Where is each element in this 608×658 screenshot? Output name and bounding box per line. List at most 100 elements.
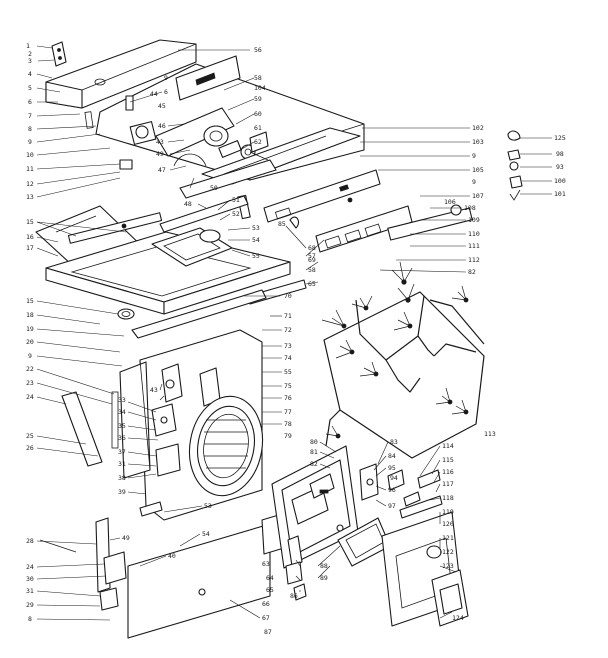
callout-40: 40 [168, 552, 176, 560]
callout-61: 61 [254, 124, 262, 132]
callout-121: 121 [442, 534, 454, 542]
callout-8b: 8 [28, 615, 32, 623]
callout-98: 98 [556, 150, 564, 158]
callout-55: 55 [252, 252, 260, 260]
callout-65b: 65 [266, 586, 274, 594]
callout-95: 95 [388, 464, 396, 472]
callout-9b: 9 [28, 352, 32, 360]
callout-72: 72 [284, 326, 292, 334]
callout-48: 48 [184, 200, 192, 208]
callout-100: 100 [554, 177, 566, 185]
lower-kick-panel [39, 501, 285, 639]
console-end-bracket [51, 41, 67, 67]
callout-112: 112 [468, 256, 480, 264]
callout-9d: 9 [472, 152, 476, 160]
callout-117: 117 [442, 480, 454, 488]
washer-top-cover [45, 227, 291, 320]
callout-60: 60 [254, 110, 262, 118]
callout-71: 71 [284, 312, 292, 320]
callout-50: 50 [210, 184, 218, 192]
control-console-housing [45, 39, 365, 181]
callout-124: 124 [452, 614, 464, 622]
timer-assembly [119, 95, 235, 170]
console-panel-56 [175, 55, 241, 101]
callout-110: 110 [468, 230, 480, 238]
callout-23: 23 [26, 379, 34, 387]
callout-17: 17 [26, 244, 34, 252]
console-control-panel [179, 127, 473, 253]
callout-120: 120 [442, 520, 454, 528]
callout-44: 44 [150, 90, 158, 98]
callout-113: 113 [484, 430, 496, 438]
callout-22: 22 [26, 365, 34, 373]
callout-2: 2 [28, 50, 32, 58]
callout-25: 25 [26, 432, 34, 440]
wiring-harness [321, 261, 485, 459]
callout-9e: 9 [472, 178, 476, 186]
callout-68: 68 [308, 244, 316, 252]
callout-10: 10 [26, 151, 34, 159]
callout-125: 125 [554, 134, 566, 142]
callout-58b: 58 [308, 266, 316, 274]
callout-78: 78 [284, 420, 292, 428]
callout-5: 5 [28, 84, 32, 92]
callout-80: 80 [310, 438, 318, 446]
callout-18: 18 [26, 311, 34, 319]
callout-122: 122 [442, 548, 454, 556]
callout-88: 88 [320, 562, 328, 570]
callout-123: 123 [442, 562, 454, 570]
console-knobs [240, 131, 269, 160]
callout-96: 96 [388, 486, 396, 494]
callout-39: 39 [118, 488, 126, 496]
callout-62: 62 [254, 138, 262, 146]
callout-82b: 82 [310, 460, 318, 468]
callout-51: 51 [232, 196, 240, 204]
callout-1: 1 [26, 42, 30, 50]
callout-114: 114 [442, 442, 454, 450]
callout-74: 74 [284, 354, 292, 362]
callout-115: 115 [442, 456, 454, 464]
callout-101: 101 [554, 190, 566, 198]
callout-26: 26 [26, 444, 34, 452]
callout-69: 69 [308, 256, 316, 264]
callout-65: 65 [308, 280, 316, 288]
callout-7: 7 [28, 112, 32, 120]
callout-79: 79 [284, 432, 292, 440]
callout-numbers: 1 2 3 4 5 6 7 8 9 10 11 12 13 15 16 17 1… [26, 42, 566, 636]
callout-116: 116 [442, 468, 454, 476]
callout-59: 59 [254, 95, 262, 103]
callout-85: 85 [278, 220, 286, 228]
rear-access-panel [381, 469, 469, 627]
callout-87: 87 [264, 628, 272, 636]
callout-111: 111 [468, 242, 480, 250]
callout-94: 94 [390, 474, 398, 482]
callout-9c: 9 [164, 74, 168, 82]
callout-54: 54 [252, 236, 260, 244]
callout-16: 16 [26, 233, 34, 241]
callout-43b: 43 [150, 386, 158, 394]
callout-102: 102 [472, 124, 484, 132]
callout-53b: 53 [204, 502, 212, 510]
callout-46: 46 [158, 122, 166, 130]
callout-70: 70 [284, 292, 292, 300]
callout-29: 29 [26, 601, 34, 609]
callout-82: 82 [468, 268, 476, 276]
callout-34: 34 [118, 408, 126, 416]
callout-118: 118 [442, 494, 454, 502]
callout-4: 4 [28, 70, 32, 78]
callout-9: 9 [28, 138, 32, 146]
callout-58: 58 [254, 74, 262, 82]
callout-77: 77 [284, 408, 292, 416]
callout-12: 12 [26, 180, 34, 188]
callout-3: 3 [28, 57, 32, 65]
callout-20: 20 [26, 338, 34, 346]
callout-108: 108 [464, 204, 476, 212]
callout-15: 15 [26, 218, 34, 226]
callout-38: 38 [118, 474, 126, 482]
callout-15b: 15 [26, 297, 34, 305]
callout-67: 67 [262, 614, 270, 622]
callout-81: 81 [310, 448, 318, 456]
callout-30: 30 [26, 575, 34, 583]
callout-6b: 6 [164, 88, 168, 96]
callout-49b: 49 [122, 534, 130, 542]
